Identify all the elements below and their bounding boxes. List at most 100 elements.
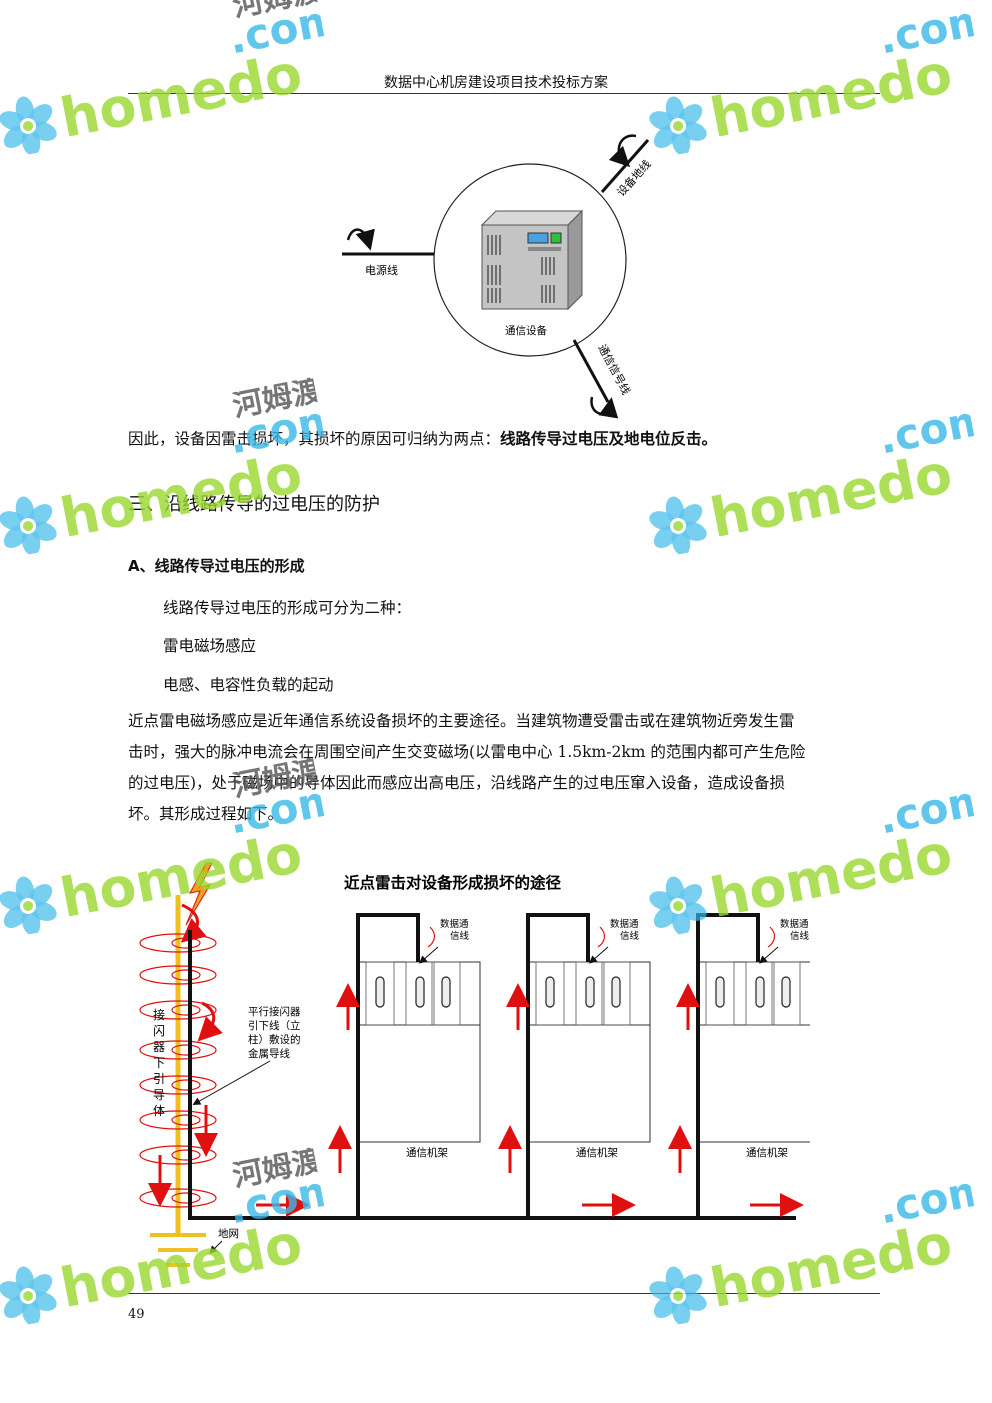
svg-text:homedo: homedo	[55, 42, 307, 150]
svg-text:数据通: 数据通	[440, 918, 469, 930]
svg-text:信线: 信线	[620, 930, 640, 942]
field-ring-inner	[171, 969, 201, 981]
list-line: 线路传导过电压的形成可分为二种：	[163, 599, 412, 617]
rack-cable	[696, 913, 760, 1218]
homedo-logo-icon: homedo .com	[649, 0, 992, 156]
homedo-logo-icon: homedo .com	[649, 394, 992, 556]
induction-arrow	[197, 1001, 223, 1042]
body-paragraph: 近点雷电磁场感应是近年通信系统设备损坏的主要途径。当建筑物遭受雷击或在建筑物近旁…	[128, 706, 880, 830]
list-line: 电感、电容性负载的起动	[163, 676, 334, 694]
svg-text:homedo: homedo	[55, 1212, 307, 1320]
field-ring	[139, 965, 217, 985]
subsection-heading: A、线路传导过电压的形成	[128, 557, 305, 575]
svg-text:引下线（立: 引下线（立	[248, 1019, 301, 1032]
port-slot	[545, 976, 555, 1008]
signal-line	[572, 339, 610, 403]
body-line: 的过电压)，处于磁场中的导体因此而感应出高电压，沿线路产生的过电压窜入设备，造成…	[128, 774, 786, 792]
power-line-arrow	[346, 228, 375, 251]
cabinet-icon	[480, 209, 584, 311]
field-ring-inner	[171, 1079, 201, 1091]
homedo-watermark: homedo .com	[627, 377, 992, 560]
conductor-char: 接	[153, 1007, 165, 1022]
pointer-line	[192, 1060, 271, 1105]
port-slot	[755, 976, 765, 1008]
field-ring-inner	[171, 1004, 201, 1016]
ground-symbol-icon	[150, 1233, 206, 1267]
ground-label-pointer	[209, 1240, 223, 1254]
body-line: 击时，强大的脉冲电流会在周围空间产生交变磁场(以雷电中心 1.5km-2km 的…	[128, 743, 806, 761]
section-heading: 三、沿线路传导的过电压的防护	[128, 494, 380, 515]
svg-text:数据通: 数据通	[780, 918, 809, 930]
homedo-watermark: homedo .com 河姆渡	[0, 1143, 345, 1330]
header-rule	[128, 93, 880, 94]
port-slot	[781, 976, 791, 1008]
svg-text:homedo: homedo	[705, 1212, 957, 1320]
svg-text:.com: .com	[875, 774, 986, 844]
rack-label: 通信机架	[406, 1146, 448, 1159]
svg-text:信线: 信线	[790, 930, 810, 942]
svg-text:homedo: homedo	[55, 442, 307, 550]
field-ring-inner	[171, 1114, 201, 1126]
svg-text:数据通: 数据通	[610, 918, 639, 930]
intro-paragraph: 因此，设备因雷击损坏，其损坏的原因可归纳为两点：线路传导过电压及地电位反击。	[128, 427, 717, 451]
field-ring	[139, 1000, 217, 1020]
field-ring-inner	[171, 1044, 201, 1056]
port-slot	[375, 976, 385, 1008]
conductor-char: 闪	[153, 1024, 165, 1038]
intro-bold: 线路传导过电压及地电位反击。	[500, 430, 718, 448]
svg-text:.com: .com	[875, 1164, 986, 1234]
svg-text:homedo: homedo	[705, 442, 957, 550]
port-slot	[611, 976, 621, 1008]
ground-wire-label: 设备地线	[614, 157, 654, 199]
parallel-wire-label: 平行接闪器 引下线（立 柱）敷设的 金属导线	[248, 1005, 301, 1060]
body-line: 坏。其形成过程如下。	[128, 805, 284, 823]
conductor-char: 体	[153, 1104, 165, 1118]
rack-cable	[356, 913, 420, 1218]
field-ring	[139, 1188, 217, 1208]
homedo-watermark: homedo .com	[627, 0, 992, 160]
port-slot	[441, 976, 451, 1008]
rack-cable	[526, 913, 590, 1218]
power-line-label: 电源线	[365, 263, 398, 277]
svg-text:homedo: homedo	[705, 822, 957, 930]
port-slot	[585, 976, 595, 1008]
page-header-title: 数据中心机房建设项目技术投标方案	[384, 75, 608, 91]
field-ring	[139, 1075, 217, 1095]
page-number: 49	[128, 1307, 145, 1322]
equipment-label: 通信设备	[505, 324, 547, 337]
field-ring	[139, 1040, 217, 1060]
list-line: 雷电磁场感应	[163, 637, 257, 655]
field-ring	[139, 1110, 217, 1130]
field-ring-inner	[171, 1192, 201, 1204]
homedo-logo-icon: homedo .com 河姆渡	[0, 373, 345, 556]
svg-text:平行接闪器: 平行接闪器	[248, 1005, 301, 1018]
lightning-bolt-icon	[185, 862, 213, 926]
conductor-char: 导	[153, 1088, 165, 1102]
svg-text:柱）敷设的: 柱）敷设的	[248, 1033, 301, 1046]
port-slot	[715, 976, 725, 1008]
ground-grid-label: 地网	[218, 1227, 239, 1240]
homedo-logo-icon: homedo .com 河姆渡	[0, 0, 345, 156]
port-slot	[415, 976, 425, 1008]
rack-label: 通信机架	[576, 1146, 618, 1159]
svg-text:.com: .com	[875, 0, 986, 64]
equipment-circle	[433, 163, 627, 357]
svg-text:金属导线: 金属导线	[248, 1047, 290, 1060]
ground-wire-arrow	[608, 134, 637, 168]
field-ring	[139, 933, 217, 953]
intro-text: 因此，设备因雷击损坏，其损坏的原因可归纳为两点：	[128, 430, 501, 448]
body-line: 近点雷电磁场感应是近年通信系统设备损坏的主要途径。当建筑物遭受雷击或在建筑物近旁…	[128, 712, 795, 730]
svg-text:信线: 信线	[450, 930, 470, 942]
homedo-watermark: homedo .com 河姆渡	[0, 373, 345, 560]
diagram-title: 近点雷击对设备形成损坏的途径	[344, 873, 562, 892]
homedo-watermark: homedo .com 河姆渡	[0, 0, 345, 160]
conductor-char: 器	[153, 1040, 165, 1054]
induction-arrow	[180, 903, 207, 943]
signal-line-arrow	[590, 396, 619, 419]
rack-label: 通信机架	[746, 1146, 788, 1159]
footer-rule	[128, 1293, 880, 1294]
